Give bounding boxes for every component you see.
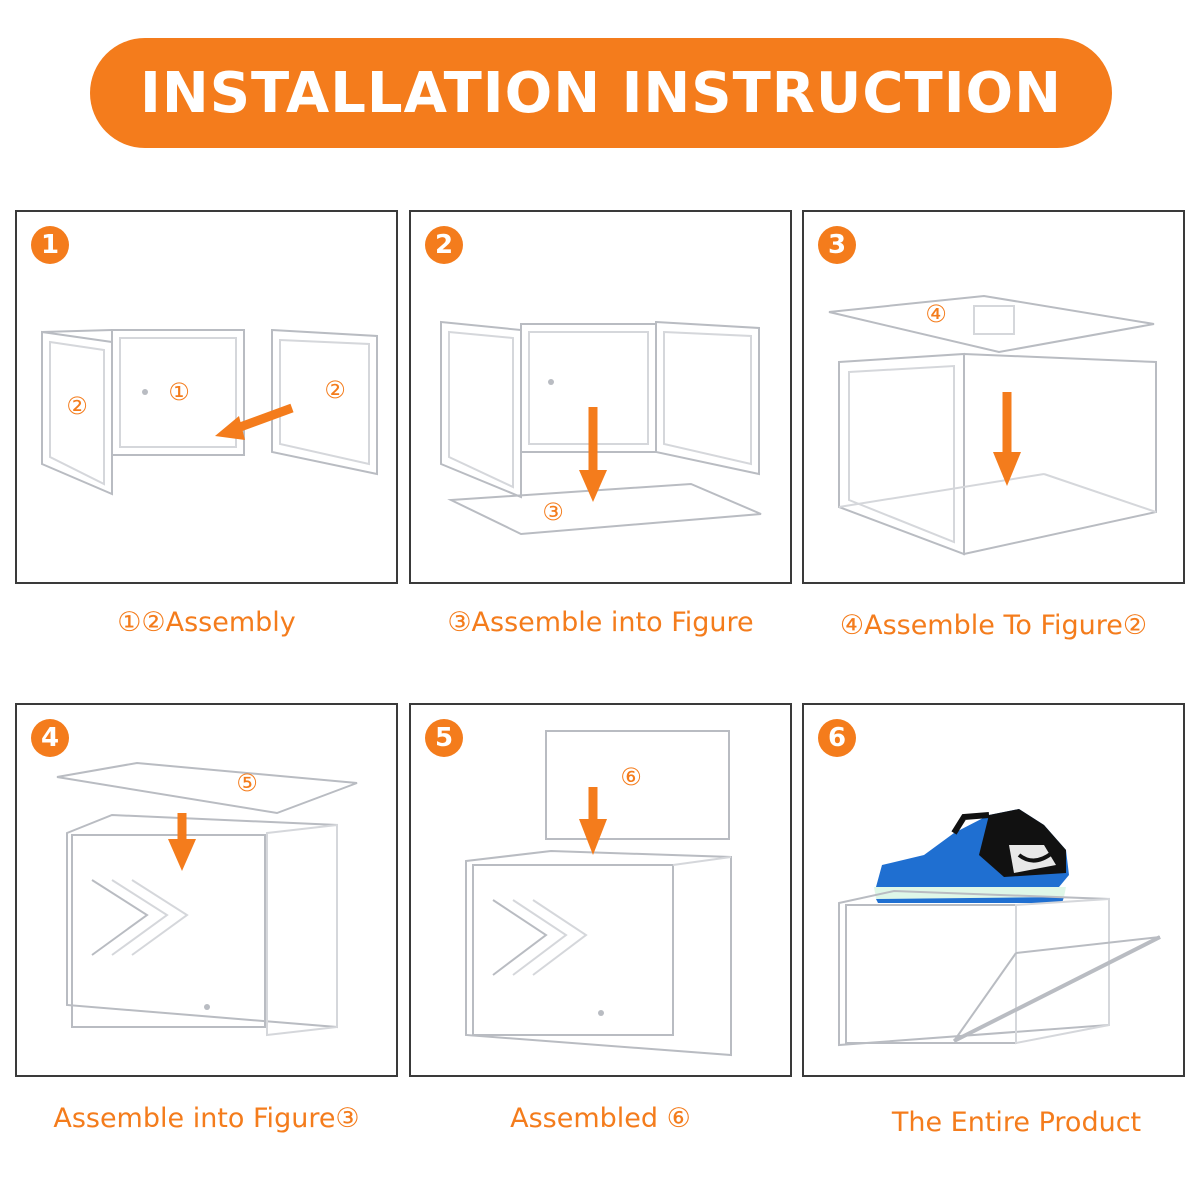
- step-2-illustration: ③: [440, 320, 762, 536]
- step-2-caption: ③Assemble into Figure: [447, 607, 754, 638]
- front-door-panel: [56, 761, 358, 815]
- part-label: ⑤: [236, 769, 258, 797]
- arrow-icon: [579, 787, 607, 855]
- step-1-panel: 1 ② ① ②: [15, 210, 398, 584]
- step-1-illustration: ② ① ②: [41, 328, 378, 496]
- part-label: ①: [168, 378, 190, 406]
- step-4-illustration: ⑤: [56, 761, 358, 1037]
- step-2-panel: 2 ③: [409, 210, 792, 584]
- step-5-illustration: ⑥: [465, 730, 732, 1057]
- step-number-badge: 4: [31, 719, 69, 757]
- arrow-icon: [215, 403, 294, 440]
- top-panel: [828, 294, 1155, 354]
- side-panel-left: [41, 330, 113, 496]
- step-number-badge: 2: [425, 226, 463, 264]
- title-banner: INSTALLATION INSTRUCTION: [90, 38, 1112, 148]
- step-number-badge: 6: [818, 719, 856, 757]
- step-6-illustration: [838, 809, 1161, 1047]
- step-5-panel: 5 ⑥: [409, 703, 792, 1077]
- sneaker-icon: [874, 809, 1069, 903]
- step-number-badge: 1: [31, 226, 69, 264]
- step-3-illustration: ④: [828, 294, 1157, 556]
- step-number-badge: 3: [818, 226, 856, 264]
- step-6-panel: 6: [802, 703, 1185, 1077]
- step-4-caption: Assemble into Figure③: [53, 1103, 360, 1134]
- arrow-icon: [993, 392, 1021, 486]
- step-3-panel: 3 ④: [802, 210, 1185, 584]
- step-5-caption: Assembled ⑥: [510, 1103, 691, 1134]
- part-label: ②: [66, 392, 88, 420]
- bottom-panel: [447, 482, 762, 536]
- arrow-icon: [579, 407, 607, 502]
- step-number-badge: 5: [425, 719, 463, 757]
- open-door: [953, 935, 1161, 1043]
- arrow-icon: [168, 813, 196, 871]
- part-label: ④: [925, 300, 947, 328]
- step-1-caption: ①②Assembly: [117, 607, 296, 638]
- part-label: ③: [542, 498, 564, 526]
- step-4-panel: 4 ⑤: [15, 703, 398, 1077]
- step-6-caption: The Entire Product: [891, 1107, 1142, 1138]
- part-label: ②: [324, 376, 346, 404]
- part-label: ⑥: [620, 763, 642, 791]
- magnetic-door: [545, 730, 730, 840]
- step-3-caption: ④Assemble To Figure②: [839, 610, 1148, 641]
- page-title: INSTALLATION INSTRUCTION: [139, 60, 1063, 126]
